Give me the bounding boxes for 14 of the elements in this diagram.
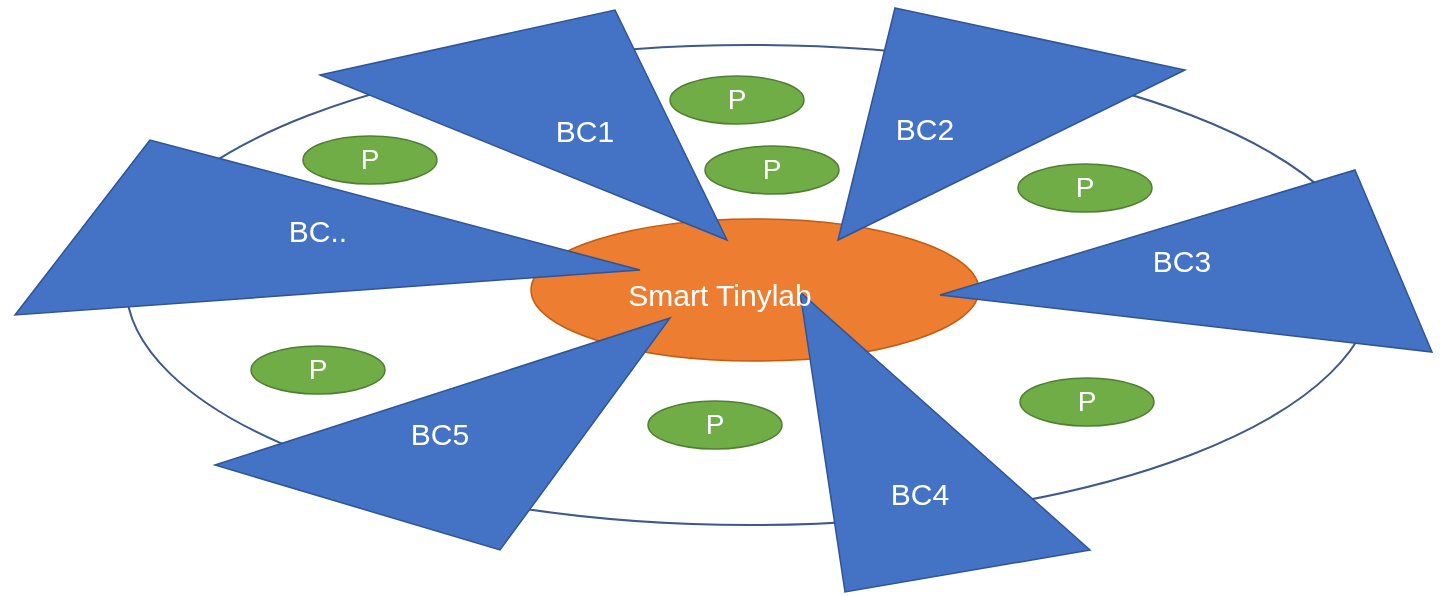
node-label: BC2	[895, 115, 955, 145]
node-label: P	[762, 156, 782, 184]
node-label: P	[1077, 388, 1097, 416]
node-label: P	[360, 146, 380, 174]
node-label: P	[705, 411, 725, 439]
node-label: BC1	[555, 117, 615, 147]
node-label: P	[727, 86, 747, 114]
node-label: BC3	[1152, 247, 1212, 277]
node-label: P	[308, 356, 328, 384]
node-label: Smart Tinylab	[628, 281, 812, 311]
node-label: BC..	[288, 217, 348, 247]
node-label: BC5	[410, 420, 470, 450]
node-label: P	[1075, 174, 1095, 202]
node-label: BC4	[890, 480, 950, 510]
